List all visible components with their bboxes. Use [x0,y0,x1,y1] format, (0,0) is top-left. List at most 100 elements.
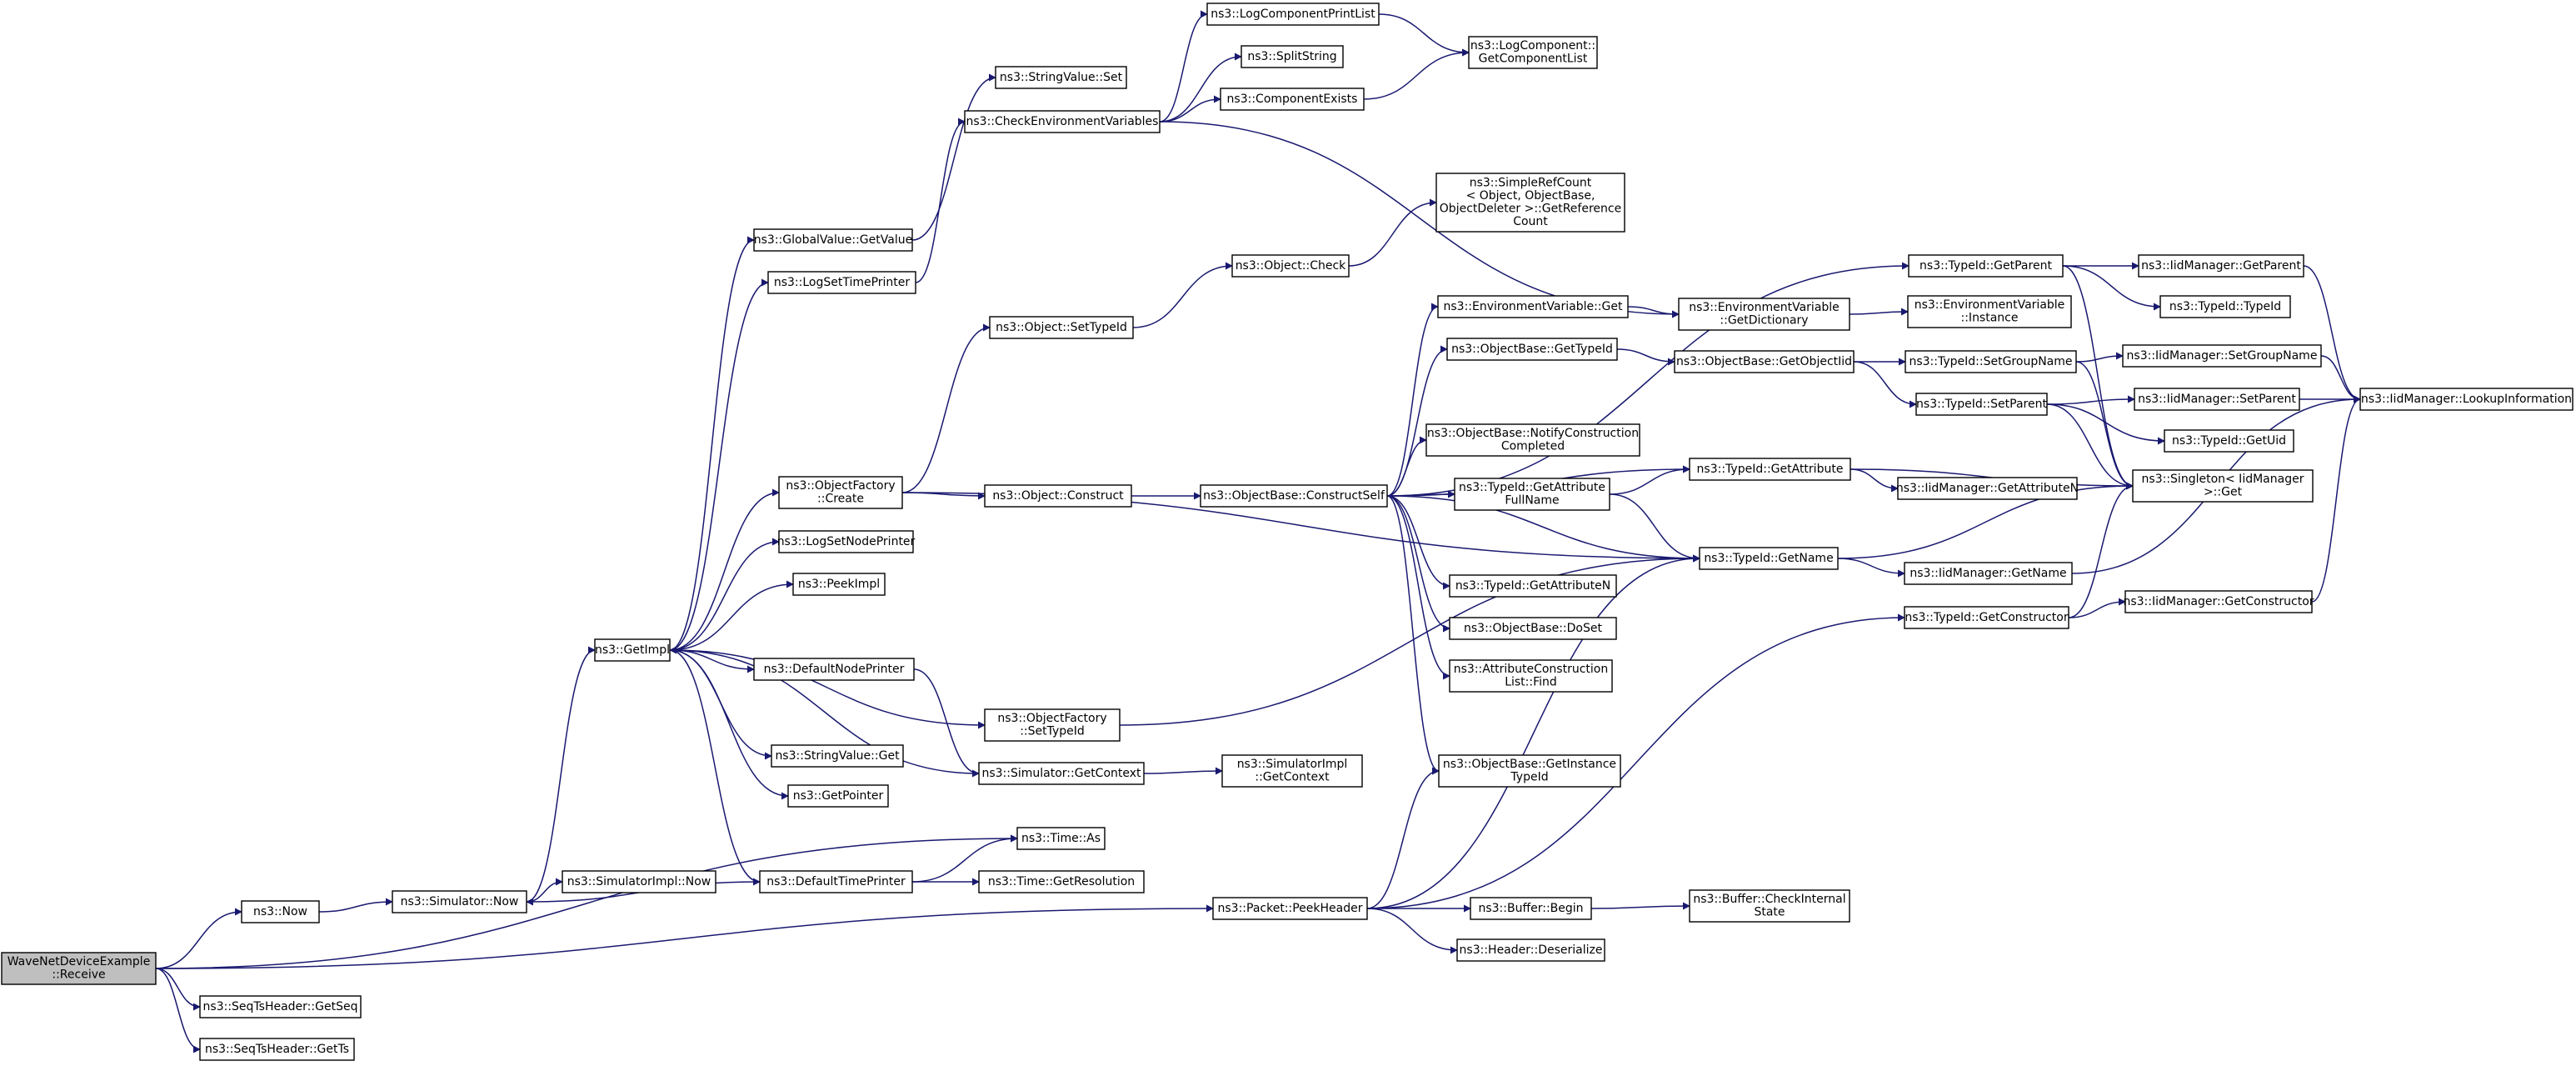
node-defnodeprinter[interactable]: ns3::DefaultNodePrinter [753,658,915,681]
node-getattributen[interactable]: ns3::TypeId::GetAttributeN [1449,574,1617,598]
node-seqget[interactable]: ns3::SeqTsHeader::GetSeq [199,995,362,1018]
node-timeas[interactable]: ns3::Time::As [1016,827,1106,850]
node-typeidgetname[interactable]: ns3::TypeId::GetName [1699,547,1839,570]
node-typeidsetgroup[interactable]: ns3::TypeId::SetGroupName [1905,350,2077,373]
node-objfactcreate[interactable]: ns3::ObjectFactory::Create [778,476,903,509]
node-envvarinstance[interactable]: ns3::EnvironmentVariable::Instance [1907,295,2072,328]
node-box [1241,45,1344,68]
edge-typeidgetparent-to-typeidtypeid [2062,265,2161,311]
node-label: ns3::ObjectFactory [997,712,1106,725]
node-timegetres[interactable]: ns3::Time::GetResolution [978,870,1145,893]
node-objcheck[interactable]: ns3::Object::Check [1231,254,1350,278]
node-label: ns3::SimulatorImpl [1237,758,1348,771]
edge-constructself-to-attrconstrfind [1386,495,1450,680]
node-box [1905,350,2077,373]
node-objfactsettypeid[interactable]: ns3::ObjectFactory::SetTypeId [984,708,1121,742]
node-box [1904,606,2069,629]
node-envvarget[interactable]: ns3::EnvironmentVariable::Get [1437,295,1629,318]
node-now[interactable]: ns3::Now [241,900,320,923]
node-checkenv[interactable]: ns3::CheckEnvironmentVariables [964,110,1161,133]
node-splitstring[interactable]: ns3::SplitString [1241,45,1344,68]
node-envvardict[interactable]: ns3::EnvironmentVariable::GetDictionary [1678,298,1850,331]
node-typeidtypeid[interactable]: ns3::TypeId::TypeId [2159,295,2291,318]
node-label: ::SetTypeId [1020,725,1085,738]
node-simplerefcount[interactable]: ns3::SimpleRefCount< Object, ObjectBase,… [1435,173,1625,233]
node-bufferbegin[interactable]: ns3::Buffer::Begin [1470,897,1592,920]
node-typeidgetparent[interactable]: ns3::TypeId::GetParent [1908,254,2064,278]
node-box [1678,298,1850,331]
node-typeidgetctor[interactable]: ns3::TypeId::GetConstructor [1904,606,2069,629]
edge-root-to-timeas [155,834,1018,969]
node-box [1449,574,1617,598]
node-constructself[interactable]: ns3::ObjectBase::ConstructSelf [1200,484,1388,508]
node-typeidsetparent[interactable]: ns3::TypeId::SetParent [1915,393,2048,416]
node-box [1438,754,1621,788]
node-getimpl[interactable]: ns3::GetImpl [594,638,671,662]
edge-constructself-to-getattributen [1386,495,1450,590]
node-seqts[interactable]: ns3::SeqTsHeader::GetTs [199,1038,355,1061]
node-iidgetname[interactable]: ns3::IidManager::GetName [1904,562,2073,585]
node-iidgetctor[interactable]: ns3::IidManager::GetConstructor [2123,590,2314,613]
node-iidlookup[interactable]: ns3::IidManager::LookupInformation [2359,388,2574,411]
node-deftimeprinter[interactable]: ns3::DefaultTimePrinter [759,870,913,893]
node-notifyconstr[interactable]: ns3::ObjectBase::NotifyConstructionCompl… [1425,423,1640,457]
node-getpointer[interactable]: ns3::GetPointer [787,784,889,808]
node-label: ns3::Header::Deserialize [1460,943,1603,957]
node-objsettypeid[interactable]: ns3::Object::SetTypeId [989,316,1134,339]
node-box [984,708,1121,742]
node-headerdeser[interactable]: ns3::Header::Deserialize [1456,938,1605,962]
node-box [1456,938,1605,962]
node-objbasegettypeid[interactable]: ns3::ObjectBase::GetTypeId [1446,338,1618,361]
node-compexists[interactable]: ns3::ComponentExists [1220,88,1365,111]
node-label: ns3::SeqTsHeader::GetSeq [203,1000,358,1013]
node-typeidgetattr[interactable]: ns3::TypeId::GetAttribute [1689,458,1851,481]
node-box [989,316,1134,339]
node-doset[interactable]: ns3::ObjectBase::DoSet [1449,617,1617,640]
node-logsetnode[interactable]: ns3::LogSetNodePrinter [777,530,916,553]
node-box [241,900,320,923]
node-box [1449,659,1613,693]
node-label: ns3::Now [253,905,307,918]
node-globalvalue[interactable]: ns3::GlobalValue::GetValue [753,228,913,252]
node-typeidgetuid[interactable]: ns3::TypeId::GetUid [2164,429,2294,453]
node-root[interactable]: WaveNetDeviceExample::Receive [1,952,157,985]
node-simimplgetctx[interactable]: ns3::SimulatorImpl::GetContext [1221,754,1363,788]
node-logsettime[interactable]: ns3::LogSetTimePrinter [767,271,916,294]
node-logcompprint[interactable]: ns3::LogComponentPrintList [1206,3,1380,26]
edge-constructself-to-envvarget [1386,303,1439,497]
node-packetpeek[interactable]: ns3::Packet::PeekHeader [1212,897,1368,920]
edge-getobjectiid-to-typeidsetparent [1853,361,1917,408]
node-label: ns3::DefaultNodePrinter [764,663,905,676]
node-box [1231,254,1350,278]
node-box [1425,423,1640,457]
node-objconstruct[interactable]: ns3::Object::Construct [984,484,1132,508]
node-getobjectiid[interactable]: ns3::ObjectBase::GetObjectIid [1674,350,1855,373]
node-iidgetattrn[interactable]: ns3::IidManager::GetAttributeN [1896,477,2079,500]
node-simnow[interactable]: ns3::Simulator::Now [392,890,527,913]
node-box [1435,173,1625,233]
node-label: ns3::ObjectFactory [786,479,895,493]
node-iidgetparent[interactable]: ns3::IidManager::GetParent [2138,254,2304,278]
node-logcompgetlist[interactable]: ns3::LogComponent::GetComponentList [1468,36,1598,69]
node-singletonget[interactable]: ns3::Singleton< IidManager >::Get [2132,469,2314,503]
node-stringvalueset[interactable]: ns3::StringValue::Set [995,66,1127,89]
node-label: ns3::IidManager::LookupInformation [2361,393,2572,406]
node-simimplnow[interactable]: ns3::SimulatorImpl::Now [562,870,716,893]
node-iidsetparent[interactable]: ns3::IidManager::SetParent [2134,388,2300,411]
edge-compexists-to-logcompgetlist [1363,48,1470,100]
edge-simgetcontext-to-simimplgetctx [1143,767,1223,775]
node-simgetcontext[interactable]: ns3::Simulator::GetContext [978,762,1145,785]
node-iidsetgroup[interactable]: ns3::IidManager::SetGroupName [2122,344,2322,368]
node-label: ns3::Time::As [1021,832,1101,845]
node-box [1449,617,1617,640]
edge-constructself-to-doset [1386,495,1450,633]
node-label: ns3::ObjectBase::GetInstance [1443,758,1616,771]
node-label: ::Instance [1961,312,2019,325]
node-peekimpl[interactable]: ns3::PeekImpl [792,573,886,596]
node-stringvalueget[interactable]: ns3::StringValue::Get [771,744,904,768]
edge-typeidsetparent-to-iidsetparent [2046,395,2135,405]
